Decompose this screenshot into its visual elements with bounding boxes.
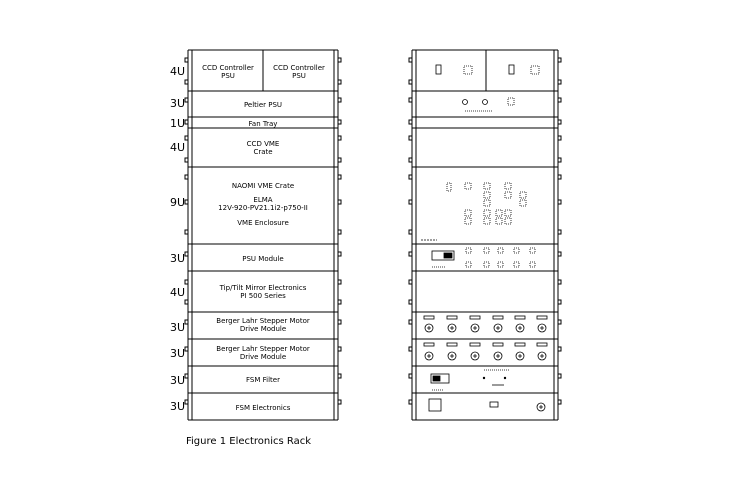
module-label-berger-lahr-2: Berger Lahr Stepper Motor <box>216 345 310 353</box>
module-label-elma: ELMA <box>253 196 272 204</box>
power-switch-icon <box>508 64 515 75</box>
unit-size-label: 3U <box>170 347 185 360</box>
psu-switch-icon <box>431 250 455 261</box>
unit-size-label: 3U <box>170 97 185 110</box>
right-rack-rail-notches <box>408 57 562 405</box>
module-label-fsm-electronics: FSM Electronics <box>236 404 291 412</box>
module-label-vme-enclosure: VME Enclosure <box>237 219 289 227</box>
unit-size-label: 1U <box>170 117 185 130</box>
unit-size-label: 4U <box>170 286 185 299</box>
fsm-electronics-knob-icon <box>536 402 546 412</box>
module-label-elma-model: 12V-920-PV21.1i2-p750-II <box>218 204 308 212</box>
unit-size-label: 3U <box>170 400 185 413</box>
vme-connector-array <box>446 182 527 225</box>
module-label-tip-tilt: Tip/Tilt Mirror Electronics <box>219 284 307 292</box>
fsm-electronics-connector-icon <box>489 401 499 408</box>
unit-size-label: 3U <box>170 252 185 265</box>
module-label-fsm-filter: FSM Filter <box>246 376 280 384</box>
right-rack <box>411 49 559 421</box>
fsm-filter-switch-icon <box>430 373 450 384</box>
module-label-drive-module-2: Drive Module <box>240 353 286 361</box>
indicator-led-icon <box>482 99 488 105</box>
indicator-led-icon <box>462 99 468 105</box>
connector-icon <box>463 65 473 75</box>
front-panel-details <box>421 64 548 412</box>
module-label-fan-tray: Fan Tray <box>249 120 278 128</box>
module-label-berger-lahr-1: Berger Lahr Stepper Motor <box>216 317 310 325</box>
left-rack-rail-notches <box>184 57 342 405</box>
stepper-drive-controls <box>423 315 548 361</box>
module-label-psu-module: PSU Module <box>242 255 283 263</box>
module-label-pi-500: PI 500 Series <box>240 292 286 300</box>
right-rack-frame <box>415 49 555 421</box>
unit-size-label: 3U <box>170 374 185 387</box>
unit-size-label: 4U <box>170 141 185 154</box>
left-rack <box>187 49 339 421</box>
connector-icon <box>507 97 515 106</box>
unit-size-label: 4U <box>170 65 185 78</box>
unit-size-labels: 4U 3U 1U 4U 9U 3U 4U 3U 3U 3U 3U <box>170 65 185 413</box>
fsm-electronics-display-icon <box>428 398 442 412</box>
module-label-naomi-vme-crate: NAOMI VME Crate <box>232 182 294 190</box>
unit-size-label: 9U <box>170 196 185 209</box>
module-label-drive-module-1: Drive Module <box>240 325 286 333</box>
module-label-peltier-psu: Peltier PSU <box>244 101 282 109</box>
figure-caption: Figure 1 Electronics Rack <box>186 436 311 447</box>
connector-icon <box>530 65 540 75</box>
power-switch-icon <box>435 64 442 75</box>
unit-size-label: 3U <box>170 321 185 334</box>
